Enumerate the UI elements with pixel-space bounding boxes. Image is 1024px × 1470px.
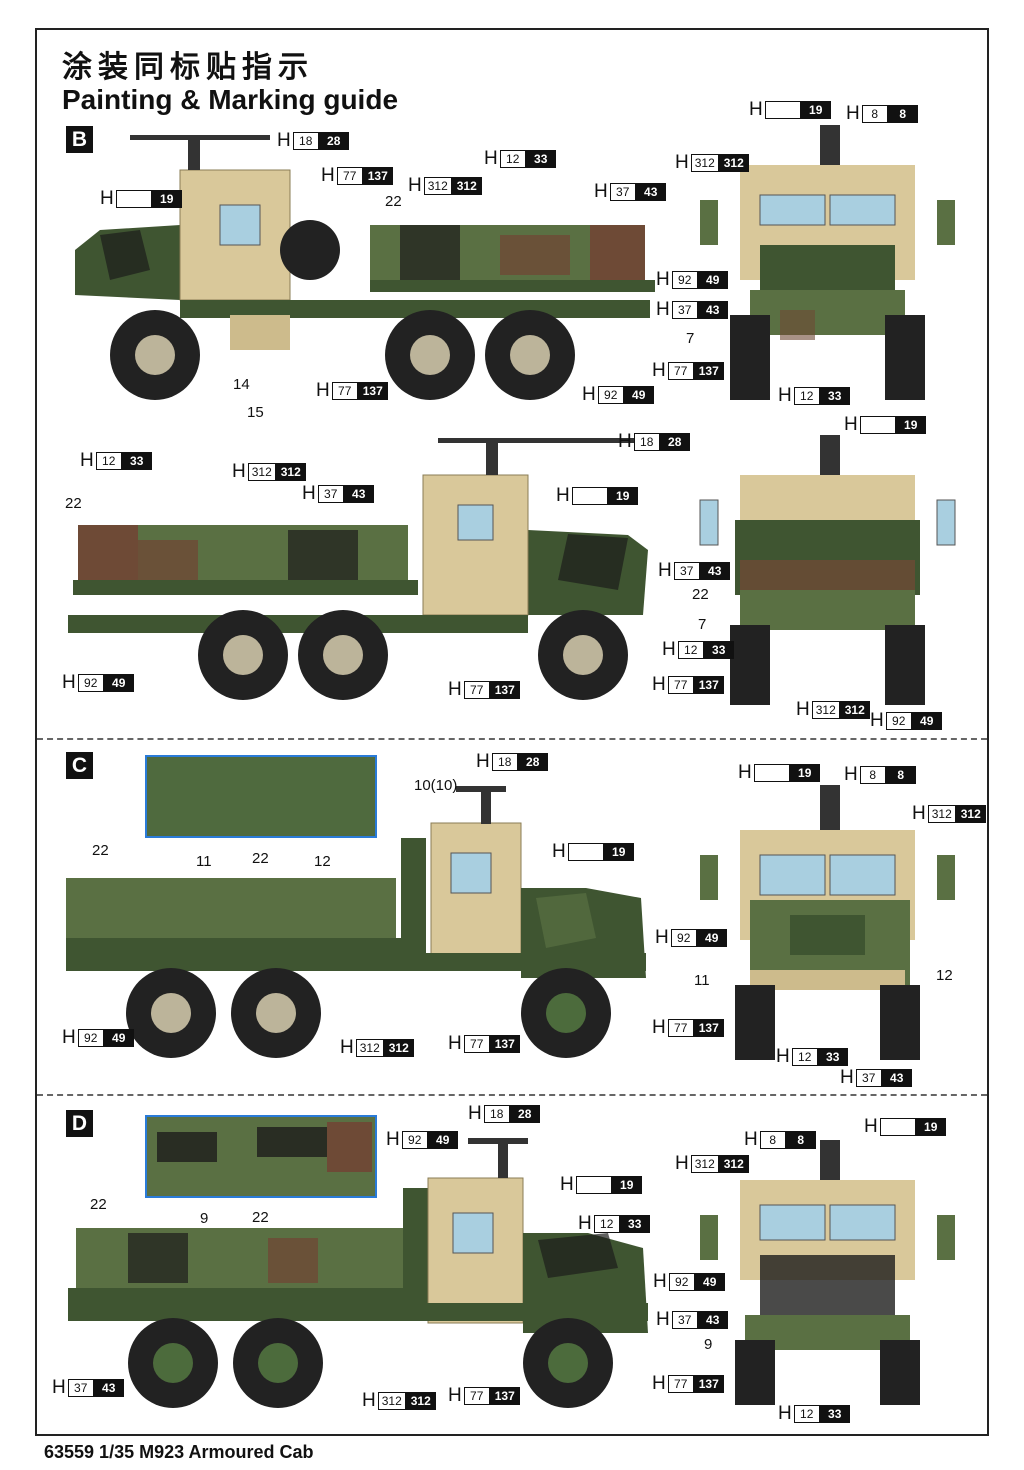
truck-front-view-b xyxy=(700,125,955,400)
decal-number: 12 xyxy=(314,853,331,870)
section-d-label: D xyxy=(66,1110,93,1137)
decal-number: 15 xyxy=(247,404,264,421)
decal-number: 7 xyxy=(686,330,695,347)
decal-number: 22 xyxy=(90,1196,107,1213)
decal-number: 14 xyxy=(233,376,250,393)
decal-number: 22 xyxy=(252,1209,269,1226)
decal-number: 22 xyxy=(252,850,269,867)
tailgate-detail-c xyxy=(145,755,377,838)
decal-number: 22 xyxy=(385,193,402,210)
decal-number: 9 xyxy=(704,1336,713,1353)
decal-number: 22 xyxy=(65,495,82,512)
decal-number: 9 xyxy=(200,1210,209,1227)
decal-number: 11 xyxy=(694,972,710,989)
decal-number: 7 xyxy=(698,616,707,633)
truck-side-view-b1 xyxy=(75,135,655,400)
footer-product-title: 63559 1/35 M923 Armoured Cab xyxy=(44,1442,314,1462)
truck-rear-view-b xyxy=(699,435,956,705)
title-english: Painting & Marking guide xyxy=(62,84,399,115)
divider-d xyxy=(37,1094,987,1096)
camo-pattern xyxy=(157,1122,372,1172)
decal-number: 10(10) xyxy=(414,777,458,794)
truck-side-view-c xyxy=(66,786,646,1058)
tailgate-detail-d xyxy=(145,1115,377,1198)
decal-number: 22 xyxy=(692,586,709,603)
title-chinese: 涂装同标贴指示 xyxy=(62,50,314,85)
truck-side-view-d xyxy=(68,1138,648,1408)
section-c-label: C xyxy=(66,752,93,779)
page-frame xyxy=(35,28,989,1436)
truck-front-view-c xyxy=(700,785,955,1060)
truck-front-view-d xyxy=(700,1140,955,1405)
truck-side-view-b2 xyxy=(68,438,648,700)
decal-number: 11 xyxy=(196,853,212,870)
decal-number: 22 xyxy=(92,842,109,859)
decal-number: 12 xyxy=(936,967,953,984)
divider-c xyxy=(37,738,987,740)
section-b-label: B xyxy=(66,126,93,153)
